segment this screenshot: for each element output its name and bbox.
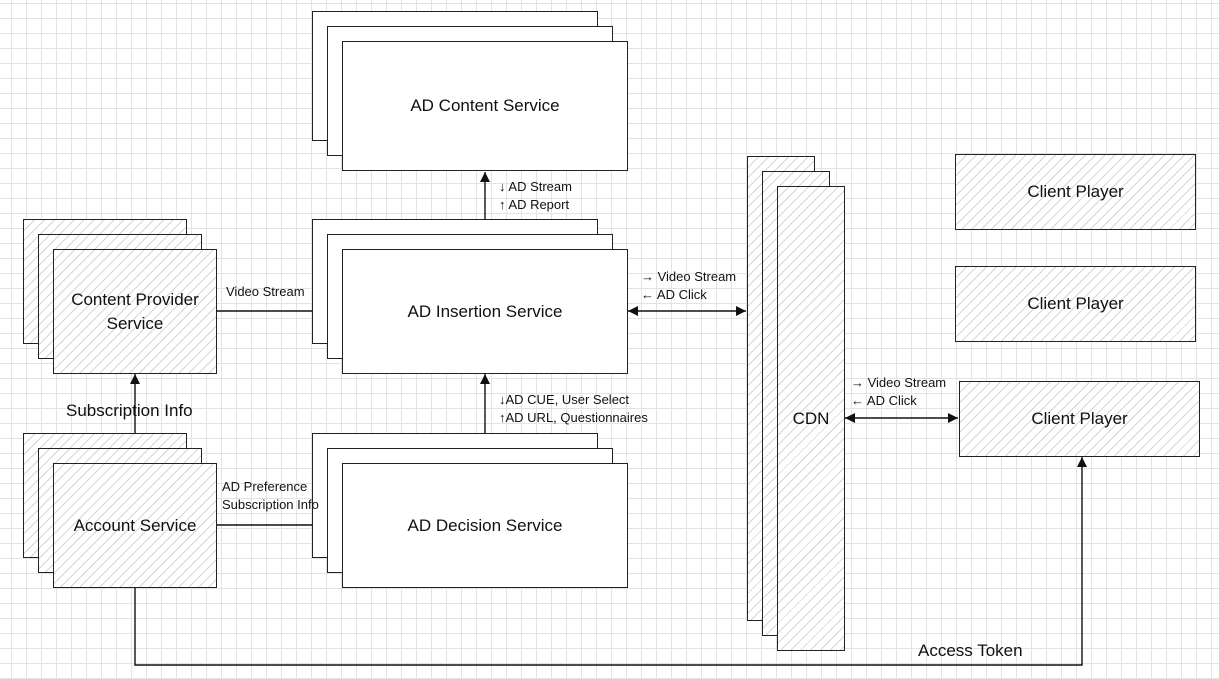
client-player-1: Client Player xyxy=(955,154,1196,230)
edge-label-access-token: Access Token xyxy=(918,641,1023,660)
ad-decision-service-label: AD Decision Service xyxy=(407,515,563,535)
client-player-2: Client Player xyxy=(955,266,1196,342)
edge-label-video-stream-provider: Video Stream xyxy=(226,284,305,299)
edge-label-ad-cue: ↓AD CUE, User Select xyxy=(499,392,630,407)
cdn: CDN xyxy=(777,186,845,651)
client-player-2-label: Client Player xyxy=(1027,294,1124,313)
client-player-3-label: Client Player xyxy=(1031,409,1128,428)
ad-content-service: AD Content Service xyxy=(342,41,628,171)
ad-insertion-service-label: AD Insertion Service xyxy=(407,301,563,321)
client-player-1-label: Client Player xyxy=(1027,182,1124,201)
ad-insertion-service: AD Insertion Service xyxy=(342,249,628,374)
edge-label-cdn-client-in: ← AD Click xyxy=(851,393,917,408)
edge-label-subscription-info: Subscription Info xyxy=(66,401,193,420)
edge-label-cdn-client-out: → Video Stream xyxy=(851,375,947,390)
ad-decision-service: AD Decision Service xyxy=(342,463,628,588)
edge-account-client xyxy=(134,457,1087,666)
ad-content-service-label: AD Content Service xyxy=(410,96,560,115)
edge-label-insertion-cdn-in: ← AD Click xyxy=(641,287,707,302)
edge-label-subscription-info-2: Subscription Info xyxy=(222,497,319,512)
content-provider-service-label: Content Provider Service xyxy=(71,289,199,333)
edge-label-ad-stream: ↓ AD Stream xyxy=(499,179,572,194)
edge-label-ad-url: ↑AD URL, Questionnaires xyxy=(499,410,648,425)
account-service: Account Service xyxy=(53,463,217,588)
cdn-label: CDN xyxy=(792,408,830,428)
edge-label-ad-report: ↑ AD Report xyxy=(499,197,570,212)
edge-label-ad-preference: AD Preference xyxy=(222,479,308,494)
client-player-3: Client Player xyxy=(959,381,1200,457)
content-provider-service: Content Provider Service xyxy=(53,249,217,374)
edge-label-insertion-cdn-out: → Video Stream xyxy=(641,269,737,284)
account-service-label: Account Service xyxy=(73,515,197,535)
